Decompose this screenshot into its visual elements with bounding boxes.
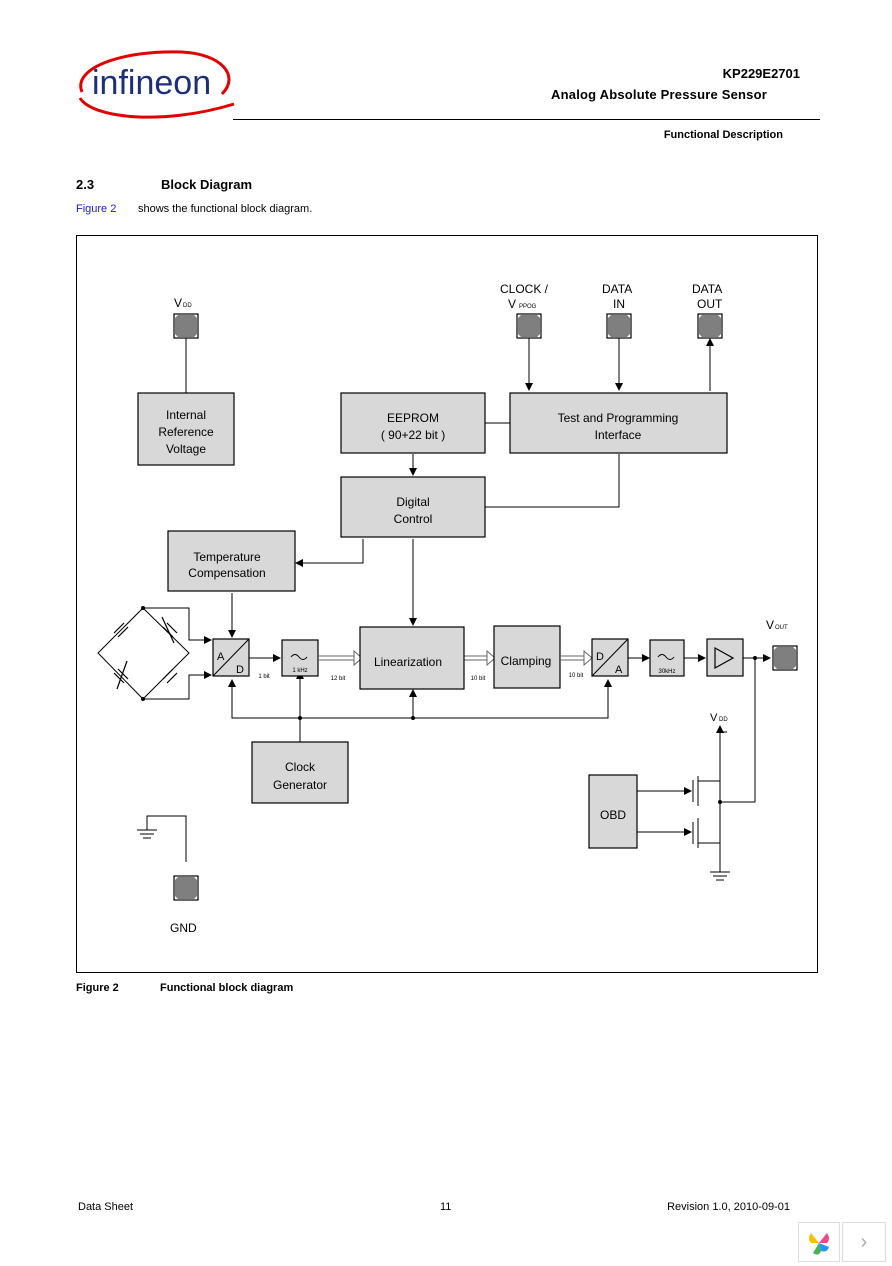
data-in-pin <box>606 313 632 339</box>
internal-ref-line2: Reference <box>158 425 214 439</box>
clock-gen-line1: Clock <box>285 760 316 774</box>
filter2-label: 30kHz <box>658 669 675 675</box>
vout-pin-label: V <box>766 618 774 632</box>
svg-text:OUT: OUT <box>697 297 723 311</box>
obd-label: OBD <box>600 808 626 822</box>
header-rule <box>233 119 820 120</box>
digital-control-block <box>340 476 486 538</box>
linearization-label: Linearization <box>374 655 442 669</box>
filter1-label: 1 kHz <box>292 668 307 674</box>
tpi-line2: Interface <box>595 428 642 442</box>
clock-pin-label: CLOCK / <box>500 282 549 296</box>
amplifier-block <box>706 638 744 677</box>
sensor-bridge <box>97 607 190 700</box>
clock-gen-line2: Generator <box>273 778 327 792</box>
svg-text:DD: DD <box>719 717 728 723</box>
bridge-adc-top <box>143 607 212 644</box>
amplifier-icon <box>714 646 735 670</box>
logo-wordmark: infineon <box>92 64 211 102</box>
temp-comp-line2: Compensation <box>188 566 265 580</box>
bridge-adc-bottom <box>143 671 212 700</box>
svg-text:PPOG: PPOG <box>519 304 537 310</box>
eeprom-block <box>340 392 486 454</box>
obd-block <box>588 774 638 849</box>
temp-comp-line1: Temperature <box>193 550 261 564</box>
vout-obd-node <box>720 658 756 803</box>
obd-vdd-label: V <box>710 712 718 724</box>
svg-text:DD: DD <box>183 303 192 309</box>
section-title: Block Diagram <box>161 177 253 192</box>
svg-text:OUT: OUT <box>775 625 788 631</box>
vdd-pin-label: V <box>174 296 182 310</box>
lin-out-bus-label: 10 bit <box>471 676 486 682</box>
vout-pin <box>772 645 798 671</box>
figure-caption-number: Figure 2 <box>76 982 119 994</box>
tpi-line1: Test and Programming <box>558 411 679 425</box>
filter1-out-bus-label: 12 bit <box>331 676 346 682</box>
temperature-compensation-block <box>167 530 296 592</box>
section-number: 2.3 <box>76 177 95 192</box>
block-diagram: V DD CLOCK / V PPOG DATA IN DATA OUT V O… <box>97 282 798 935</box>
svg-text:V: V <box>508 297 516 311</box>
document-subtitle: Analog Absolute Pressure Sensor <box>551 87 767 102</box>
footer-revision: Revision 1.0, 2010-09-01 <box>667 1201 790 1213</box>
figure-caption-text: Functional block diagram <box>160 982 294 994</box>
internal-ref-line1: Internal <box>166 408 206 422</box>
pinwheel-icon <box>809 1233 829 1255</box>
diagram-frame: V DD CLOCK / V PPOG DATA IN DATA OUT V O… <box>76 235 818 973</box>
dac-a-label: A <box>615 664 623 676</box>
gnd-pin <box>173 875 199 901</box>
svg-text:IN: IN <box>613 297 625 311</box>
next-page-button[interactable]: › <box>842 1222 886 1262</box>
digital-control-line2: Control <box>394 512 433 526</box>
clock-generator-block <box>251 741 349 804</box>
clock-pin <box>516 313 542 339</box>
figure-link[interactable]: Figure 2 <box>76 203 117 215</box>
adc-d-label: D <box>236 664 244 676</box>
digital-control-line1: Digital <box>396 495 429 509</box>
data-in-pin-label: DATA <box>602 282 632 296</box>
data-out-pin <box>697 313 723 339</box>
intro-text: shows the functional block diagram. <box>138 203 313 215</box>
clamp-out-bus-label: 10 bit <box>569 673 584 679</box>
document-title: KP229E2701 <box>722 66 800 81</box>
linearization-block <box>359 626 465 690</box>
clamping-block <box>493 625 561 689</box>
gnd-pin-label: GND <box>170 921 197 935</box>
dac-d-label: D <box>596 651 604 663</box>
dc-temp-link <box>295 539 364 567</box>
infineon-logo: infineon <box>72 48 240 124</box>
tpi-dc-link <box>485 454 620 508</box>
adc-a-label: A <box>217 651 225 663</box>
footer-page-number: 11 <box>440 1201 452 1213</box>
clamping-label: Clamping <box>501 654 552 668</box>
viewer-logo-button[interactable] <box>798 1222 840 1262</box>
vdd-pin <box>173 313 199 339</box>
chapter-title: Functional Description <box>663 129 783 141</box>
gnd-line <box>146 815 187 862</box>
lowpass-icon <box>290 654 308 660</box>
internal-reference-block <box>137 392 235 466</box>
eeprom-line2: ( 90+22 bit ) <box>381 428 445 442</box>
data-out-pin-label: DATA <box>692 282 722 296</box>
lowpass-icon <box>657 654 675 660</box>
internal-ref-line3: Voltage <box>166 442 206 456</box>
adc-out-bus-label: 1 bit <box>258 674 270 680</box>
chevron-right-icon: › <box>860 1231 868 1253</box>
test-programming-block <box>509 392 728 454</box>
eeprom-line1: EEPROM <box>387 411 439 425</box>
footer-doc-type: Data Sheet <box>78 1201 134 1213</box>
